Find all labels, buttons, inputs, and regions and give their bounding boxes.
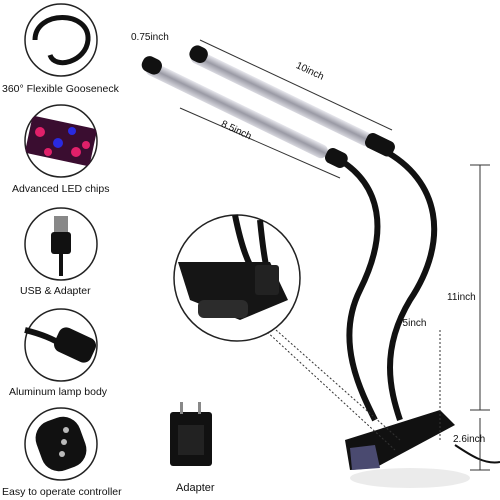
gooseneck-short: [338, 157, 381, 422]
feature-circle-usb: [24, 207, 98, 281]
clip-base: [345, 410, 500, 488]
adapter-image: [170, 402, 212, 466]
feature-circle-gooseneck: [24, 3, 98, 77]
dim-label-bar-width: 0.75inch: [131, 32, 169, 43]
feature-label-usb: USB & Adapter: [20, 285, 91, 297]
dim-line-short: [179, 107, 341, 179]
light-bar-short: [141, 56, 348, 169]
feature-label-gooseneck: 360° Flexible Gooseneck: [2, 83, 119, 95]
gooseneck-long: [381, 147, 438, 421]
adapter-label: Adapter: [176, 482, 215, 494]
light-bar-long: [189, 45, 395, 157]
dim-label-cable-length: 75inch: [397, 318, 427, 329]
feature-circle-controller: [24, 407, 98, 481]
controller-icon: [35, 416, 87, 472]
usb-plug-icon: [51, 216, 71, 276]
feature-circle-led-chips: [24, 104, 98, 178]
dim-label-clip-height: 2.6inch: [453, 434, 486, 445]
feature-circle-lamp-body: [24, 308, 98, 382]
led-chips-icon: [25, 116, 97, 166]
dim-label-neck-height: 11inch: [447, 292, 476, 303]
feature-label-led-chips: Advanced LED chips: [12, 183, 110, 195]
dim-line-long: [199, 39, 393, 131]
lamp-body-icon: [24, 327, 96, 363]
zoom-circle: [173, 214, 401, 451]
gooseneck-icon: [32, 15, 91, 66]
feature-label-lamp-body: Aluminum lamp body: [9, 386, 108, 398]
feature-label-controller: Easy to operate controller: [2, 486, 122, 498]
